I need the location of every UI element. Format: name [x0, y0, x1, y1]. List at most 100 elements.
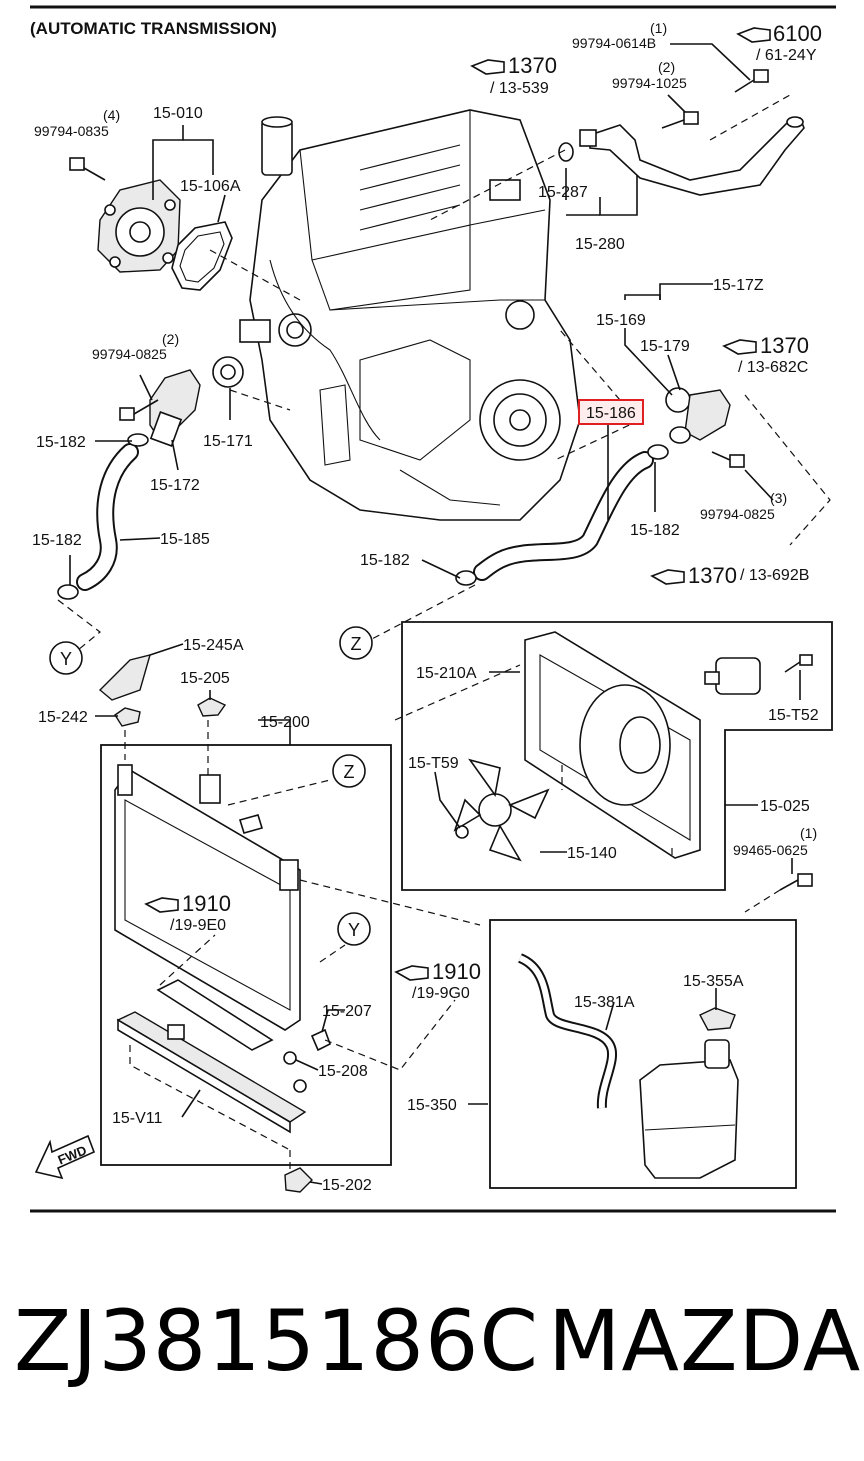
- label-15-182-d[interactable]: 15-182: [630, 522, 680, 539]
- ref-1370-13-692b[interactable]: 1370 / 13-692B: [650, 563, 809, 588]
- ref-1370c-page: / 13-692B: [740, 567, 809, 584]
- label-15-208[interactable]: 15-208: [318, 1063, 368, 1080]
- water-pump-gasket: [171, 221, 233, 291]
- ref-6100-number: 6100: [773, 21, 822, 46]
- label-15-287[interactable]: 15-287: [538, 184, 588, 201]
- label-15-182-c[interactable]: 15-182: [360, 552, 410, 569]
- drain-plug: [283, 1028, 331, 1093]
- connector-z-upper: Z: [339, 626, 373, 660]
- label-15-185[interactable]: 15-185: [160, 531, 210, 548]
- water-pipe: [558, 116, 805, 196]
- ref-6100-page: / 61-24Y: [756, 47, 817, 64]
- label-15-169[interactable]: 15-169: [596, 312, 646, 329]
- overflow-hose: [517, 953, 617, 1109]
- label-15-172[interactable]: 15-172: [150, 477, 200, 494]
- highlight-box: [578, 399, 644, 425]
- label-15-179[interactable]: 15-179: [640, 338, 690, 355]
- fwd-label: FWD: [56, 1142, 89, 1167]
- ref-1370-13-682c[interactable]: 1370 / 13-682C: [722, 333, 809, 376]
- label-15-t59[interactable]: 15-T59: [408, 755, 459, 772]
- ref-1910b-number: 1910: [432, 959, 481, 984]
- label-99794-0825-a[interactable]: 99794-0825: [92, 346, 167, 362]
- ref-1910-19-9g0[interactable]: 1910 /19-9G0: [394, 959, 481, 1002]
- ref-1370a-page: / 13-539: [490, 80, 549, 97]
- fan-shroud: [524, 631, 701, 859]
- ref-1370a-number: 1370: [508, 53, 557, 78]
- ref-1910a-number: 1910: [182, 891, 231, 916]
- dashed-lines: [57, 94, 831, 1170]
- label-99465-0625[interactable]: 99465-0625: [733, 842, 808, 858]
- pointing-hand-icon: [650, 569, 685, 585]
- water-outlet: [665, 387, 731, 444]
- label-qty-4: (4): [103, 107, 120, 123]
- connector-y-radiator: Y: [337, 912, 371, 946]
- radiator-hose-lower: [57, 433, 149, 600]
- label-15-t52[interactable]: 15-T52: [768, 707, 819, 724]
- radiator-box: [100, 744, 392, 1166]
- label-15-205[interactable]: 15-205: [180, 670, 230, 687]
- label-15-355a[interactable]: 15-355A: [683, 973, 744, 990]
- radiator-bushing: [114, 707, 141, 727]
- label-15-245a[interactable]: 15-245A: [183, 637, 244, 654]
- radiator: [114, 764, 301, 1051]
- label-15-200[interactable]: 15-200: [260, 714, 310, 731]
- label-qty-2b: (2): [162, 331, 179, 347]
- label-qty-3: (3): [770, 490, 787, 506]
- label-15-106a[interactable]: 15-106A: [180, 178, 241, 195]
- fan-box: [401, 621, 833, 891]
- svg-text:Y: Y: [60, 649, 72, 669]
- hose-bracket: [98, 654, 152, 701]
- ref-1910-19-9e0[interactable]: 1910 /19-9E0: [144, 891, 231, 934]
- water-pump: [97, 179, 181, 273]
- radiator-lower-bracket: [116, 1011, 307, 1134]
- label-99794-0614b[interactable]: 99794-0614B: [572, 35, 656, 51]
- label-15-171[interactable]: 15-171: [203, 433, 253, 450]
- svg-text:Z: Z: [351, 634, 362, 654]
- radiator-hose-upper: [455, 444, 669, 586]
- label-15-140[interactable]: 15-140: [567, 845, 617, 862]
- bolt-99794-0614b: [734, 69, 769, 93]
- label-99794-0835[interactable]: 99794-0835: [34, 123, 109, 139]
- label-qty-1b: (1): [800, 825, 817, 841]
- label-15-186: 15-186: [586, 405, 636, 422]
- pointing-hand-icon: [470, 59, 505, 75]
- label-15-350[interactable]: 15-350: [407, 1097, 457, 1114]
- label-qty-1: (1): [650, 20, 667, 36]
- fwd-arrow: FWD: [34, 1134, 96, 1180]
- label-15-381a[interactable]: 15-381A: [574, 994, 635, 1011]
- fan-nut: [455, 825, 469, 839]
- label-15-210a[interactable]: 15-210A: [416, 665, 477, 682]
- label-15-207[interactable]: 15-207: [322, 1003, 372, 1020]
- bolt-99794-1025: [661, 111, 699, 129]
- label-99794-1025[interactable]: 99794-1025: [612, 75, 687, 91]
- bolt-99794-0825-right: [711, 451, 745, 468]
- label-15-025[interactable]: 15-025: [760, 798, 810, 815]
- label-15-202[interactable]: 15-202: [322, 1177, 372, 1194]
- label-15-182-b[interactable]: 15-182: [32, 532, 82, 549]
- engine-block: [239, 109, 581, 521]
- label-15-17z[interactable]: 15-17Z: [713, 277, 764, 294]
- part-number: ZJ3815186C: [14, 1292, 539, 1390]
- ref-1370-13-539[interactable]: 1370 / 13-539: [470, 53, 557, 97]
- radiator-cap-mount: [284, 1167, 313, 1193]
- label-15-010[interactable]: 15-010: [153, 105, 203, 122]
- label-15-v11[interactable]: 15-V11: [112, 1110, 163, 1127]
- label-15-242[interactable]: 15-242: [38, 709, 88, 726]
- reservoir-box: [489, 919, 797, 1189]
- pointing-hand-icon: [736, 27, 771, 43]
- reservoir-cap: [699, 1007, 736, 1031]
- thermostat-cover: [149, 369, 201, 447]
- ref-6100[interactable]: 6100 / 61-24Y: [736, 21, 822, 64]
- fan-motor: [704, 657, 761, 695]
- svg-text:Z: Z: [344, 762, 355, 782]
- label-qty-2: (2): [658, 59, 675, 75]
- label-99794-0825-b[interactable]: 99794-0825: [700, 506, 775, 522]
- svg-text:Y: Y: [348, 920, 360, 940]
- highlight-15-186[interactable]: 15-186: [578, 399, 644, 425]
- label-15-280[interactable]: 15-280: [575, 236, 625, 253]
- connector-y-left: Y: [49, 641, 83, 675]
- label-15-182-a[interactable]: 15-182: [36, 434, 86, 451]
- ref-1370b-page: / 13-682C: [738, 359, 808, 376]
